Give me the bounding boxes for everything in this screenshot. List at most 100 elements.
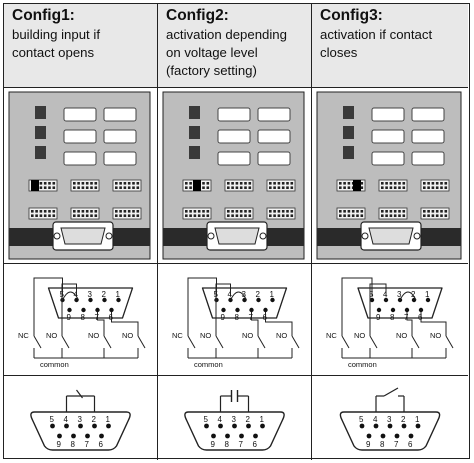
jumper-pin bbox=[231, 186, 234, 189]
connector-pin-label-top: 2 bbox=[92, 415, 97, 424]
jumper-pin bbox=[444, 210, 448, 213]
wiring-pin-label-bottom: 9 bbox=[221, 313, 226, 322]
jumper-pin bbox=[381, 182, 384, 185]
contact-switch bbox=[103, 335, 112, 349]
wiring-pin bbox=[67, 307, 72, 313]
jumper-pin bbox=[185, 214, 188, 217]
jumper-pin bbox=[273, 214, 276, 217]
config3-header: Config3: activation if contact closes bbox=[312, 4, 468, 88]
jumper-pin bbox=[81, 186, 85, 189]
jumper-pin bbox=[227, 210, 230, 213]
sub-d-face bbox=[60, 227, 106, 245]
jumper-block bbox=[378, 207, 408, 220]
connector-pin bbox=[204, 423, 209, 429]
jumper-pin bbox=[277, 182, 281, 185]
jumper-pin bbox=[423, 182, 426, 185]
jumper-pin bbox=[244, 214, 247, 217]
jumper-pin bbox=[444, 214, 448, 217]
board-pad bbox=[35, 126, 46, 139]
jumper-pin bbox=[48, 186, 51, 189]
no-label: NO bbox=[430, 331, 441, 340]
board-slot bbox=[103, 107, 137, 122]
jumper-pin bbox=[127, 186, 131, 189]
jumper-pin bbox=[43, 186, 47, 189]
jumper-pin bbox=[248, 186, 252, 189]
jumper-pin bbox=[90, 186, 93, 189]
jumper-pin bbox=[290, 210, 294, 213]
jumper-pin bbox=[356, 214, 359, 217]
connector-pin-label-bottom: 7 bbox=[85, 440, 90, 449]
jumper-pin bbox=[52, 182, 56, 185]
connector-pin bbox=[253, 433, 258, 439]
jumper-pin bbox=[269, 186, 272, 189]
jumper-pin bbox=[402, 186, 406, 189]
jumper-pin bbox=[35, 214, 38, 217]
jumper-pin bbox=[339, 210, 342, 213]
screw-left bbox=[361, 232, 369, 240]
connector-pin-label-bottom: 7 bbox=[239, 440, 244, 449]
jumper-pin bbox=[136, 210, 140, 213]
connector-pin-label-bottom: 6 bbox=[99, 440, 104, 449]
wiring-pin-label-top: 2 bbox=[411, 290, 416, 299]
connector-pin-label-bottom: 7 bbox=[394, 440, 399, 449]
connector-pin-label-top: 5 bbox=[204, 415, 209, 424]
config1-desc-line2: contact opens bbox=[12, 45, 95, 60]
make-contact-blade bbox=[383, 387, 399, 397]
jumper-pin bbox=[185, 182, 188, 185]
wire-no1 bbox=[369, 283, 387, 326]
jumper-pin bbox=[431, 214, 435, 217]
jumper-pin bbox=[73, 210, 76, 213]
jumper-pin bbox=[94, 186, 98, 189]
connector-pin-label-bottom: 9 bbox=[211, 440, 216, 449]
contact-switch bbox=[61, 335, 70, 349]
jumper-pin bbox=[389, 210, 393, 213]
connector-pin-label-bottom: 8 bbox=[380, 440, 385, 449]
jumper-pin bbox=[123, 214, 127, 217]
jumper-pin bbox=[197, 210, 201, 213]
jumper-pin bbox=[277, 214, 281, 217]
wiring-pin-label-top: 1 bbox=[425, 290, 430, 299]
jumper-pin bbox=[440, 210, 443, 213]
wiring-pin bbox=[270, 297, 275, 303]
sub-d-face bbox=[368, 227, 414, 245]
jumper-pin bbox=[423, 214, 426, 217]
jumper-block bbox=[70, 207, 100, 220]
jumper-pin bbox=[202, 186, 205, 189]
wiring-pin-label-top: 3 bbox=[397, 290, 402, 299]
jumper-pin bbox=[94, 182, 98, 185]
jumper-block bbox=[112, 207, 142, 220]
jumper-pin bbox=[73, 186, 76, 189]
jumper-pin bbox=[94, 210, 98, 213]
jumper-pin bbox=[290, 214, 294, 217]
jumper-pin bbox=[206, 186, 210, 189]
wiring-pin-label-bottom: 8 bbox=[390, 313, 395, 322]
board-slot bbox=[371, 151, 405, 166]
jumper-pin bbox=[127, 210, 131, 213]
wiring-pin bbox=[418, 307, 424, 313]
jumper-pin bbox=[123, 210, 127, 213]
jumper-pin bbox=[231, 210, 234, 213]
diagram-svg bbox=[162, 91, 305, 260]
jumper-pin bbox=[389, 182, 393, 185]
jumper-pin bbox=[248, 210, 252, 213]
wiring-pin-label-top: 3 bbox=[242, 290, 247, 299]
connector-pin bbox=[92, 423, 97, 429]
jumper-pin bbox=[132, 210, 135, 213]
jumper-pin bbox=[360, 210, 364, 213]
connector-pin bbox=[71, 433, 76, 439]
jumper-pin bbox=[440, 214, 443, 217]
jumper-pin bbox=[136, 214, 140, 217]
jumper-pin bbox=[94, 214, 98, 217]
jumper-pin bbox=[248, 182, 252, 185]
connector-pin-label-top: 1 bbox=[260, 415, 265, 424]
jumper-pin bbox=[202, 214, 205, 217]
contact-switch bbox=[187, 335, 196, 349]
jumper-loop bbox=[62, 291, 79, 301]
jumper-pin bbox=[132, 186, 135, 189]
connector-pin bbox=[366, 433, 372, 439]
jumper-pin bbox=[239, 186, 243, 189]
connector-outline bbox=[30, 411, 131, 451]
